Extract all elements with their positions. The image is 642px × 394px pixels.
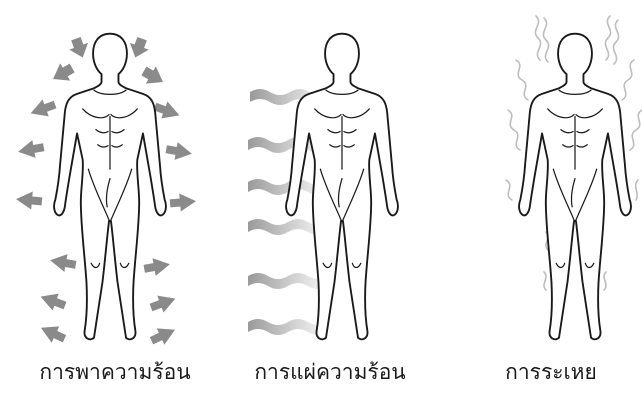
heat-arrow [139,62,168,90]
evaporation-panel [506,16,642,339]
human-figure [519,34,631,340]
vapor-line [604,272,606,290]
heat-arrow [28,96,59,122]
radiation-panel [248,34,398,340]
heat-arrow [169,192,196,212]
heat-arrow [126,35,152,61]
vapor-line [605,16,610,60]
convection-panel [15,34,196,349]
radiation-label: การแผ่ความร้อน [225,352,435,392]
heat-arrow [38,288,69,314]
heat-wave [248,273,328,289]
vapor-line [544,272,546,290]
vapor-line [543,18,548,62]
vapor-line [535,16,540,60]
vapor-line [630,110,642,150]
vapor-line [516,60,528,100]
vapor-line [506,180,512,200]
evaporation-label: การระเหย [460,352,642,392]
vapor-line [508,110,520,150]
heat-arrow [49,251,78,273]
heat-arrow [17,138,46,160]
vapor-line [613,20,618,64]
vapor-line [622,60,634,100]
convection-label: การพาความร้อน [10,352,220,392]
heat-arrow [148,290,179,316]
heat-arrow [15,190,42,210]
heat-arrow [148,322,179,349]
heat-arrow [48,59,77,87]
vapor-line [636,180,638,200]
heat-arrow [165,140,194,162]
heat-arrow [37,320,68,347]
heat-arrow [66,35,92,61]
heat-arrow [143,255,172,277]
